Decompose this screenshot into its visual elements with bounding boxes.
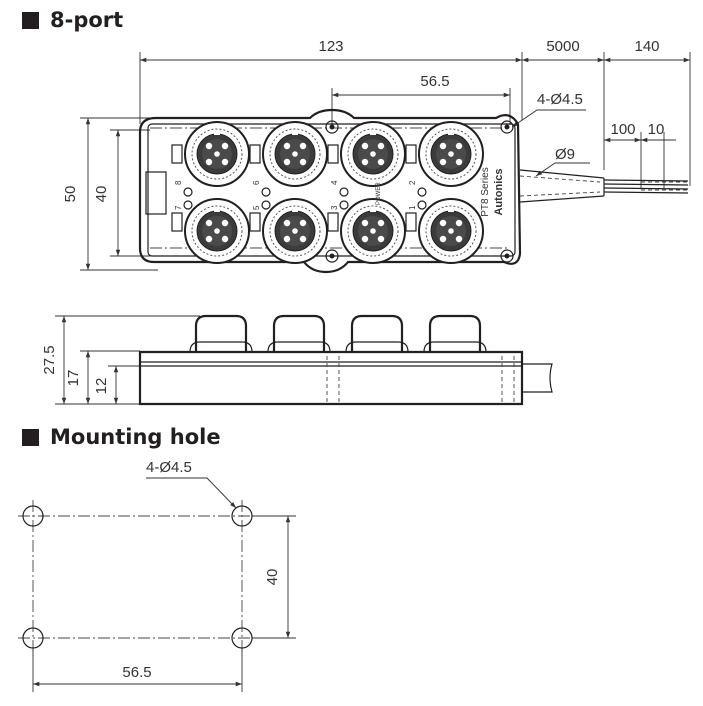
port-label-5: 5 (252, 205, 261, 210)
mount-dim-holes: 4-Ø4.5 (146, 459, 192, 476)
top-view: 123 5000 140 56.5 4-Ø4.5 100 10 Ø9 50 40 (62, 38, 691, 274)
section-square-icon (22, 11, 39, 29)
port-label-3: 3 (330, 205, 339, 210)
dim-mount-holes: 4-Ø4.5 (537, 91, 583, 108)
dim-cable-length: 5000 (546, 38, 579, 55)
section-title-8-port: 8-port (22, 8, 123, 32)
dim-body-height: 17 (65, 370, 82, 387)
port-label-1: 1 (408, 205, 417, 210)
port-label-2: 2 (408, 180, 417, 185)
dim-pitch: 56.5 (420, 73, 449, 90)
connector-port-7 (184, 198, 250, 264)
brand-label: Autonics (493, 168, 505, 215)
side-view: 27.5 17 12 (41, 314, 553, 406)
section-title-mounting-hole: Mounting hole (22, 425, 221, 449)
dim-height-outer: 50 (62, 186, 79, 203)
power-label: POWER (376, 182, 382, 205)
connector-port-8 (184, 121, 250, 187)
port-label-6: 6 (252, 180, 261, 185)
connector-port-1 (418, 198, 484, 264)
connector-port-5 (262, 198, 328, 264)
dim-length: 123 (318, 38, 343, 55)
dim-total-height: 27.5 (41, 345, 58, 374)
dim-base-height: 12 (93, 378, 110, 395)
port-label-4: 4 (330, 180, 339, 185)
port-label-7: 7 (174, 205, 183, 210)
port-label-8: 8 (174, 180, 183, 185)
connector-port-6 (262, 121, 328, 187)
connector-port-3 (340, 198, 406, 264)
mount-dim-width: 56.5 (122, 664, 151, 681)
connector-port-4 (340, 121, 406, 187)
connector-port-2 (418, 121, 484, 187)
dim-wire-length: 140 (634, 38, 659, 55)
cable (519, 169, 690, 203)
dim-strip-tip: 10 (648, 121, 665, 138)
section-title-text: 8-port (50, 8, 124, 32)
series-label: PT8 Series (480, 167, 491, 216)
section-title-text: Mounting hole (50, 425, 221, 449)
mount-dim-height: 40 (264, 569, 281, 586)
dim-strip-length: 100 (610, 121, 635, 138)
dim-cable-diameter: Ø9 (555, 146, 575, 163)
section-square-icon (22, 428, 39, 446)
dim-height-inner: 40 (93, 186, 110, 203)
mounting-hole-view: 4-Ø4.5 40 56.5 (18, 459, 296, 692)
